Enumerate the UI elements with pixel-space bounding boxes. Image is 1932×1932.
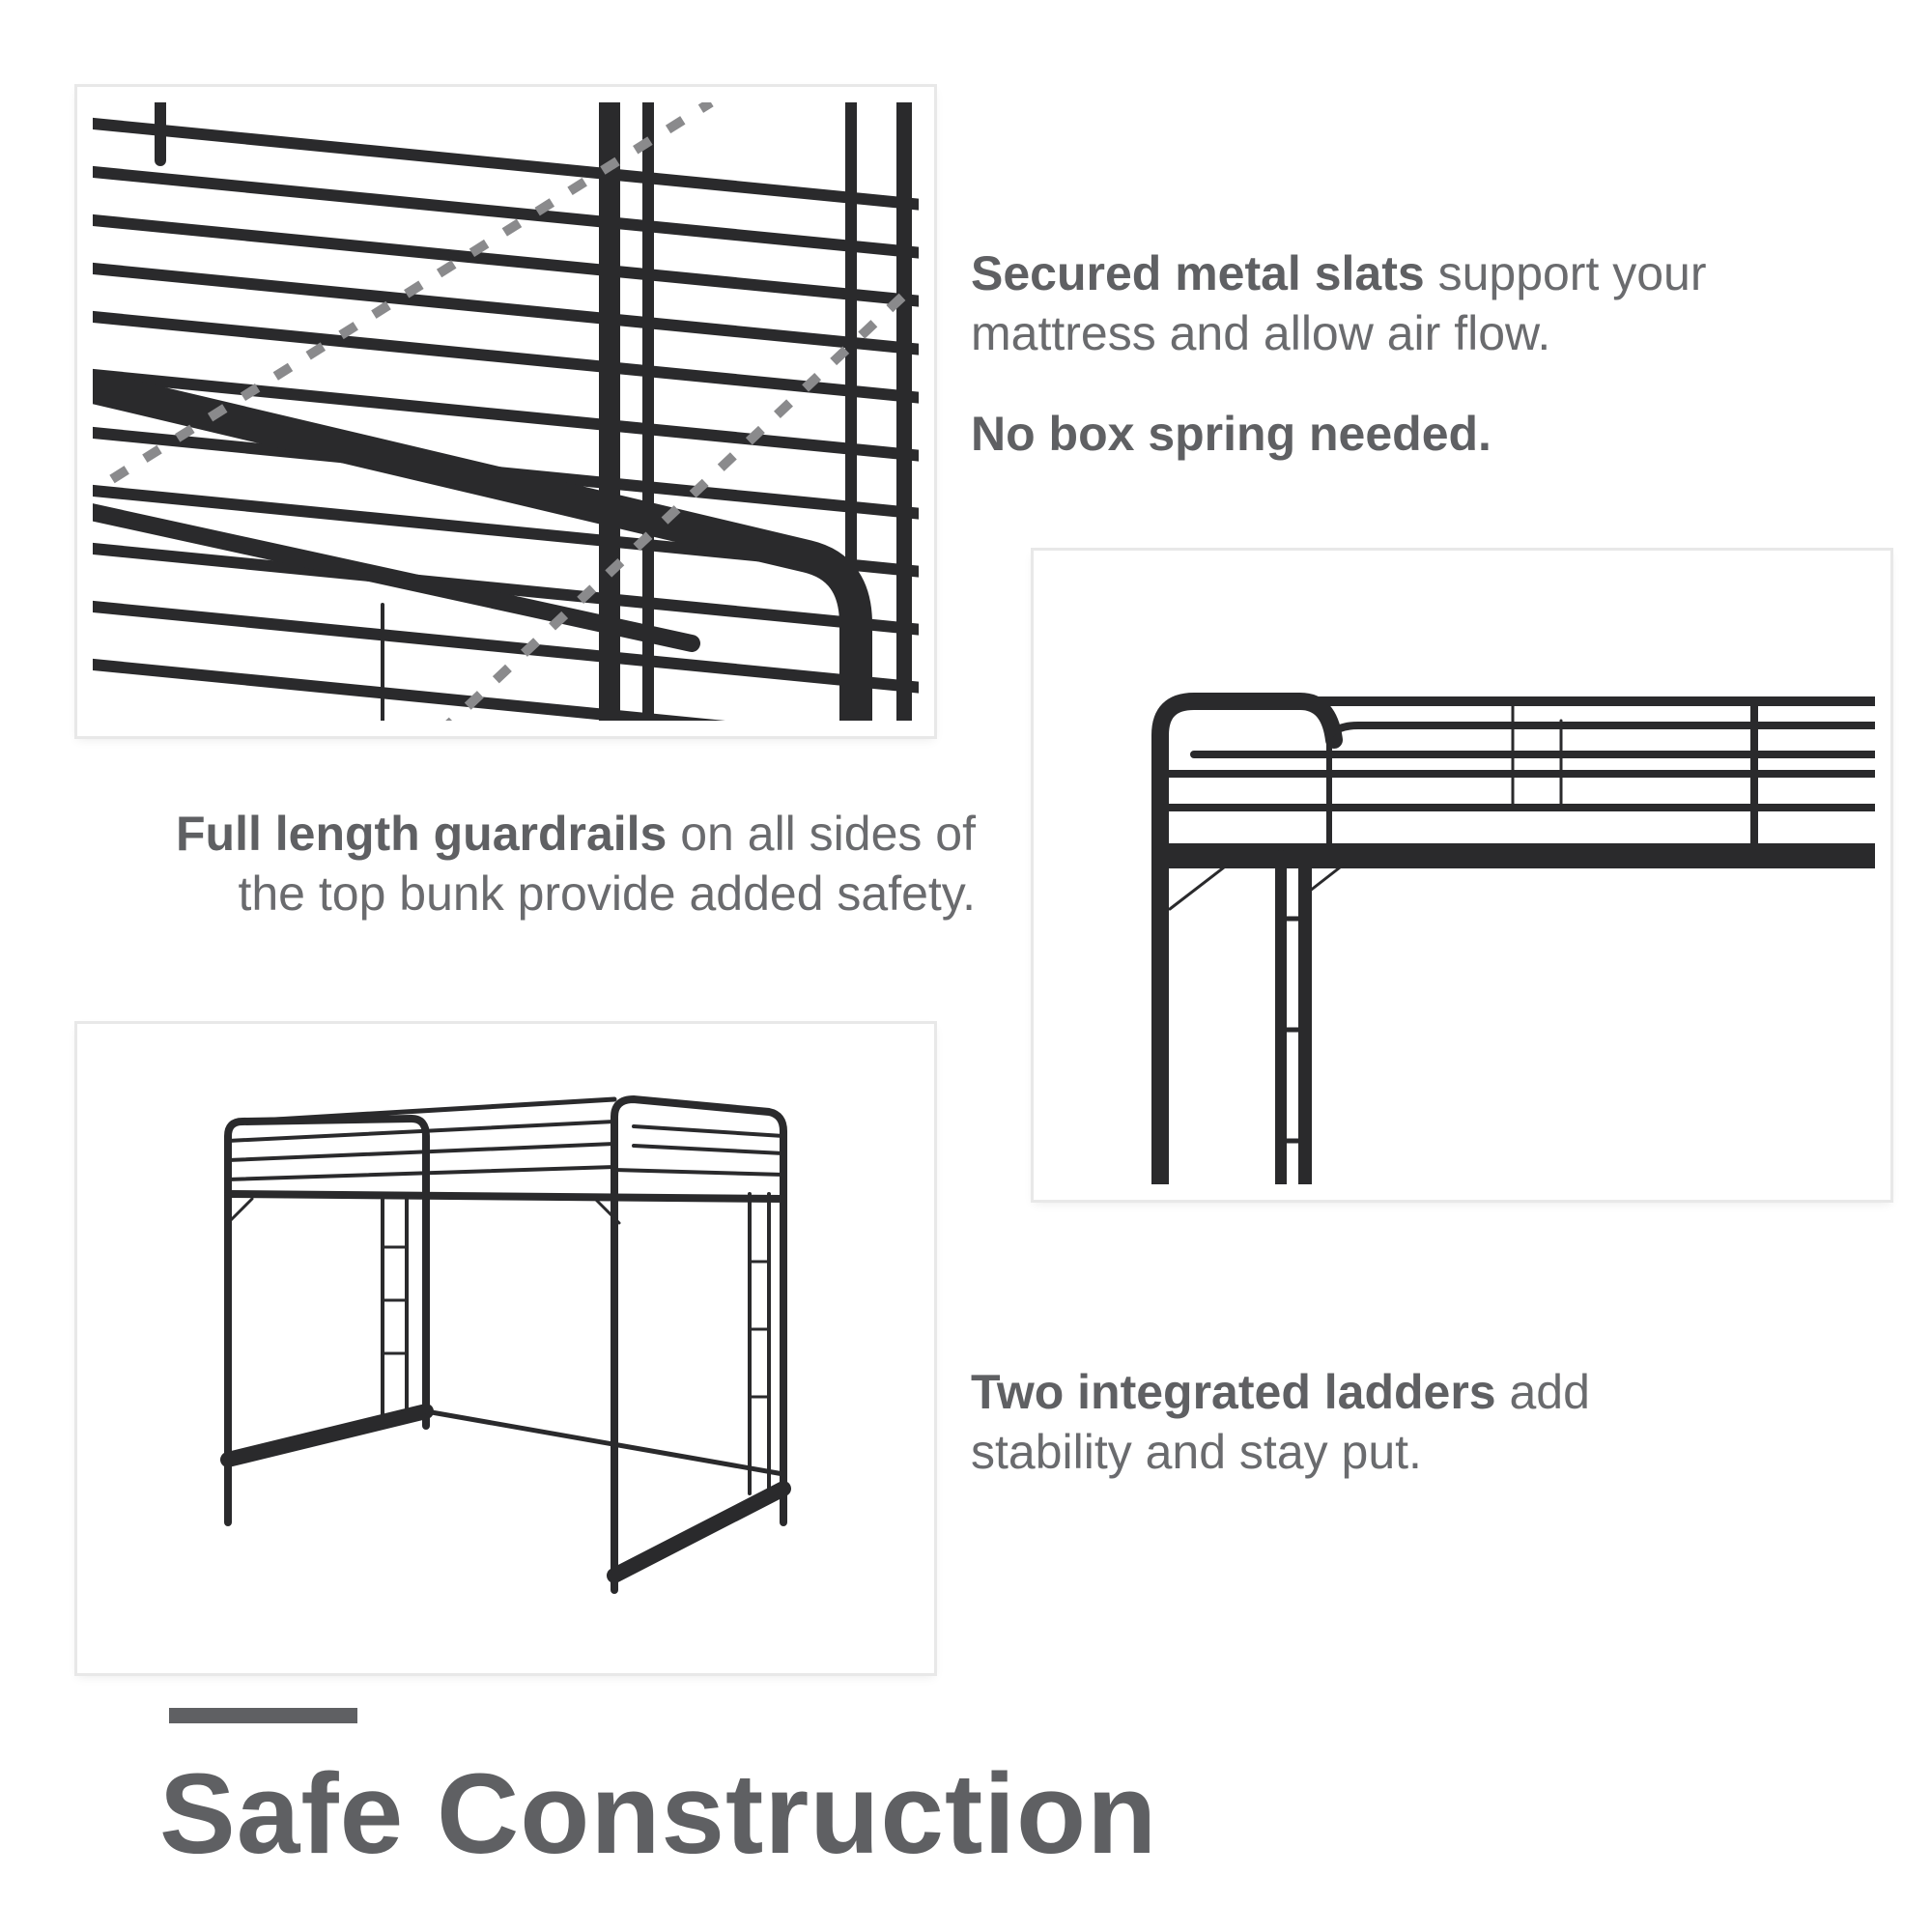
loft-bed-illustration: [93, 1039, 919, 1658]
ladders-caption: Two integrated ladders add stability and…: [971, 1362, 1744, 1482]
slats-caption: Secured metal slats support your mattres…: [971, 243, 1744, 363]
guardrails-caption-rest: on all sides of the top bunk provide add…: [238, 807, 976, 921]
slats-closeup-photo: [77, 87, 934, 736]
slats-caption-rest: support your mattress and allow air flow…: [971, 246, 1707, 360]
guardrail-closeup-photo: [1034, 551, 1890, 1200]
title-accent-bar: [169, 1708, 357, 1723]
ladders-caption-bold: Two integrated ladders: [971, 1365, 1496, 1419]
guardrail-closeup-illustration: [1049, 566, 1875, 1184]
page-title: Safe Construction: [159, 1750, 1158, 1878]
guardrails-caption: Full length guardrails on all sides of t…: [174, 804, 976, 923]
no-box-spring-caption: No box spring needed.: [971, 407, 1492, 461]
loft-bed-photo: [77, 1024, 934, 1673]
slats-closeup-illustration: [93, 102, 919, 721]
guardrails-caption-bold: Full length guardrails: [175, 807, 668, 861]
ladders-caption-rest: add stability and stay put.: [971, 1365, 1590, 1479]
slats-caption-bold: Secured metal slats: [971, 246, 1425, 300]
